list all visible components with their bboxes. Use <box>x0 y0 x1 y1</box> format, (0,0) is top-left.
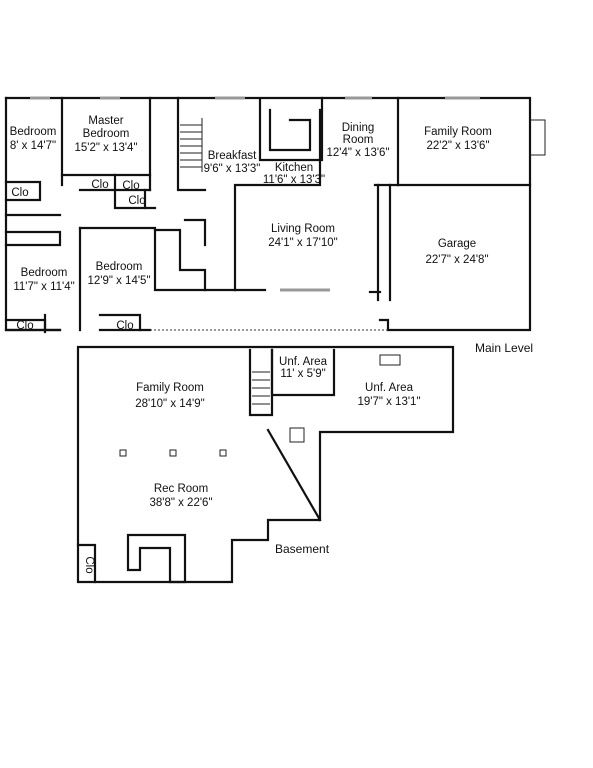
room-dims-garage: 22'7" x 24'8" <box>425 254 488 266</box>
room-name-family-main: Family Room <box>424 126 492 138</box>
room-name-breakfast: Breakfast <box>208 150 257 162</box>
room-dims-living: 24'1" x 17'10" <box>268 237 337 249</box>
closet-label: Clo <box>11 187 28 199</box>
room-name-garage: Garage <box>438 238 476 250</box>
room-dims-breakfast: 9'6" x 13'3" <box>204 163 261 175</box>
room-name-master-line2: Bedroom <box>83 128 130 140</box>
room-dims-dining: 12'4" x 13'6" <box>326 147 389 159</box>
level-label-basement: Basement <box>275 542 330 556</box>
closet-label: Clo <box>116 320 133 332</box>
level-label-main: Main Level <box>475 341 533 355</box>
room-dims-family-basement: 28'10" x 14'9" <box>135 398 204 410</box>
closet-label: Clo <box>122 180 139 192</box>
closet-label: Clo <box>91 179 108 191</box>
room-dims-bedroom-1: 8' x 14'7" <box>10 140 56 152</box>
closet-label: Clo <box>128 195 145 207</box>
room-dims-bedroom-2: 11'7" x 11'4" <box>13 281 74 293</box>
room-name-bedroom-2: Bedroom <box>21 267 68 279</box>
room-name-master-line1: Master <box>88 115 123 127</box>
main-level <box>4 96 546 334</box>
room-dims-bedroom-3: 12'9" x 14'5" <box>87 275 150 287</box>
closet-label: Clo <box>16 320 33 332</box>
closet-label: Clo <box>83 556 95 573</box>
room-name-unf-small: Unf. Area <box>279 356 328 368</box>
room-name-dining-line2: Room <box>343 134 374 146</box>
room-name-family-basement: Family Room <box>136 382 204 394</box>
basement-level <box>76 345 455 584</box>
room-dims-unf-large: 19'7" x 13'1" <box>357 396 420 408</box>
room-dims-family-main: 22'2" x 13'6" <box>426 140 489 152</box>
room-dims-unf-small: 11' x 5'9" <box>280 368 325 380</box>
room-dims-master: 15'2" x 13'4" <box>74 142 137 154</box>
room-name-living: Living Room <box>271 223 335 235</box>
room-name-bedroom-1: Bedroom <box>10 126 57 138</box>
room-dims-rec: 38'8" x 22'6" <box>149 497 212 509</box>
room-name-dining-line1: Dining <box>342 122 375 134</box>
room-name-rec: Rec Room <box>154 483 208 495</box>
room-dims-kitchen: 11'6" x 13'3" <box>263 174 325 186</box>
room-name-kitchen: Kitchen <box>275 162 313 174</box>
room-name-bedroom-3: Bedroom <box>96 261 143 273</box>
room-name-unf-large: Unf. Area <box>365 382 414 394</box>
